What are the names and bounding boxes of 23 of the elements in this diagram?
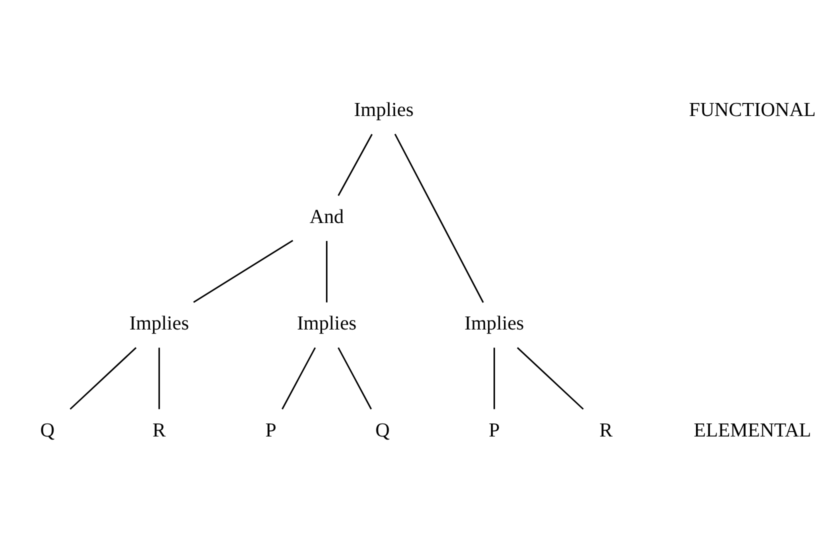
connector — [516, 346, 584, 410]
label: ELEMENTAL — [693, 418, 811, 441]
connector — [325, 240, 327, 302]
connector — [192, 239, 293, 302]
node-text: Implies — [296, 312, 356, 334]
node-text: And — [309, 205, 344, 228]
connector — [158, 347, 160, 409]
connector — [69, 346, 136, 410]
node-text: Implies — [128, 312, 188, 334]
node-text: Implies — [464, 312, 524, 334]
node-text: Q — [374, 418, 390, 441]
connector — [394, 133, 484, 302]
node-text: P — [264, 418, 276, 441]
connector — [493, 347, 495, 409]
node-text: R — [598, 418, 612, 441]
node-text: R — [152, 418, 166, 441]
connector — [337, 133, 372, 196]
node-text: Implies — [354, 98, 414, 121]
connector — [281, 346, 316, 409]
label: FUNCTIONAL — [688, 98, 816, 121]
connector — [337, 346, 372, 409]
node-text: Q — [40, 418, 54, 441]
node-text: P — [488, 418, 500, 441]
